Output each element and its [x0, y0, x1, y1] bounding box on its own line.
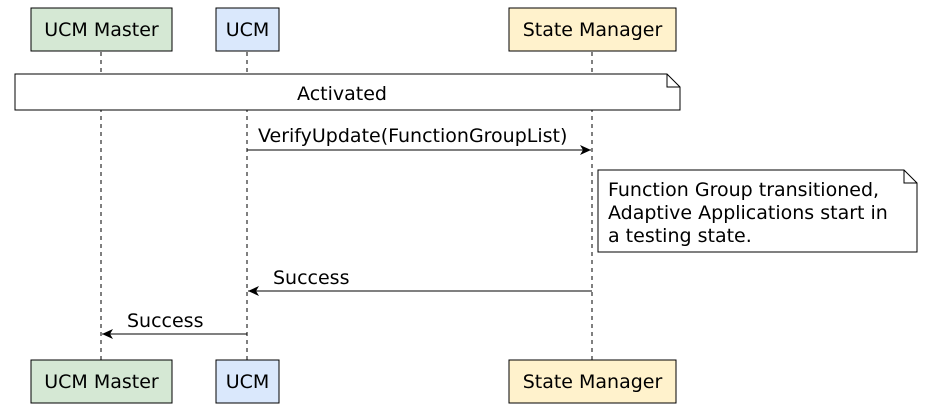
message-success-to-ucm: Success [248, 267, 592, 296]
participant-bottom-ucm-master: UCM Master [30, 359, 173, 404]
participant-top-ucm-master: UCM Master [30, 7, 173, 52]
note-shape [597, 169, 918, 253]
participant-box [30, 359, 173, 404]
participant-bottom-state-manager: State Manager [508, 359, 677, 404]
participant-top-ucm: UCM [215, 7, 280, 52]
participant-box [508, 359, 677, 404]
participant-label: UCM Master [44, 19, 159, 41]
participant-label: UCM Master [44, 371, 159, 393]
message-label: VerifyUpdate(FunctionGroupList) [258, 125, 567, 147]
participant-top-state-manager: State Manager [508, 7, 677, 52]
participant-box [215, 7, 280, 52]
participant-bottom-ucm: UCM [215, 359, 280, 404]
message-label: Success [127, 310, 203, 332]
note-fold-corner [666, 74, 680, 88]
note-line-2: Adaptive Applications start in [608, 202, 888, 224]
state-note-shape [14, 73, 681, 111]
note-line-3: a testing state. [608, 225, 752, 247]
state-note-activated: Activated [14, 73, 681, 111]
message-verify-update: VerifyUpdate(FunctionGroupList) [247, 125, 591, 155]
message-success-to-ucm-master: Success [102, 310, 247, 339]
participant-box [508, 7, 677, 52]
participant-label: UCM [226, 371, 270, 393]
participant-box [30, 7, 173, 52]
participant-label: UCM [226, 19, 270, 41]
note-line-1: Function Group transitioned, [608, 179, 879, 201]
participant-box [215, 359, 280, 404]
message-label: Success [273, 267, 349, 289]
note-fold-corner [903, 170, 917, 184]
participant-label: State Manager [523, 371, 663, 393]
participant-label: State Manager [523, 19, 663, 41]
state-note-label: Activated [297, 83, 387, 105]
note-function-group: Function Group transitioned, Adaptive Ap… [597, 169, 918, 253]
